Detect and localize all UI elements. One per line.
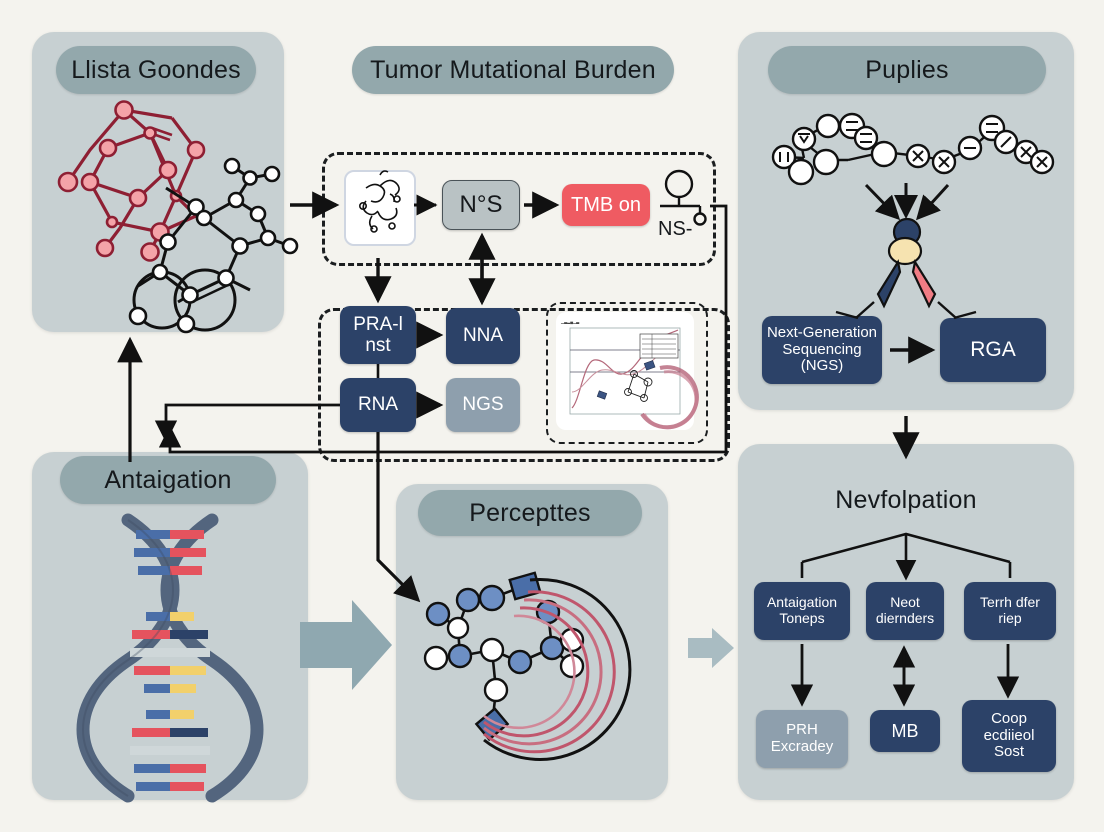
terrh-dfer-line1: Terrh dfer: [980, 594, 1040, 611]
box-prh-excradey[interactable]: PRH Excradey: [756, 710, 848, 768]
title-nevfolpation: Nevfolpation: [835, 485, 977, 514]
terrh-dfer-line2: riep: [998, 610, 1022, 626]
ngs-line2: Sequencing: [782, 340, 862, 358]
ns-label: NS-: [658, 218, 693, 240]
molecule-sketch-card: [344, 170, 416, 246]
box-coop-ecdiieol-sost[interactable]: Coop ecdiieol Sost: [962, 700, 1056, 772]
antaigation-toneps-line2: Toneps: [779, 610, 825, 626]
small-right-arrow-icon: [688, 628, 734, 668]
connector-rna-left-loop: [154, 403, 340, 443]
box-rna[interactable]: RNA: [340, 378, 416, 432]
antaigation-toneps-line1: Antaigation: [766, 594, 838, 611]
tmb-status-badge: TMB on: [562, 184, 650, 226]
box-prah-nst[interactable]: PRA-l nst: [340, 306, 416, 364]
process-box-ns[interactable]: N°S: [442, 180, 520, 230]
large-right-arrow-icon: [300, 600, 392, 690]
box-next-generation-sequencing[interactable]: Next-Generation Sequencing (NGS): [762, 316, 882, 384]
box-neot-diernders[interactable]: Neot diernders: [866, 582, 944, 640]
box-rga[interactable]: RGA: [940, 318, 1046, 382]
coop-line3: Sost: [993, 743, 1024, 761]
spectrum-chart-card: [556, 312, 694, 430]
prh-excradey-line2: Excradey: [770, 738, 834, 755]
box-antaigation-toneps[interactable]: Antaigation Toneps: [754, 582, 850, 640]
neot-diernders-line2: diernders: [875, 610, 935, 626]
box-mb[interactable]: MB: [870, 710, 940, 752]
coop-line2: ecdiieol: [983, 726, 1035, 744]
prh-excradey-line1: PRH: [786, 721, 818, 739]
panel-antaigation: [32, 452, 308, 800]
title-llista-goondes: Llista Goondes: [56, 46, 256, 94]
title-puplies: Puplies: [768, 46, 1046, 94]
title-tumor-mutational-burden: Tumor Mutational Burden: [352, 46, 674, 94]
ngs-line1: Next-Generation: [766, 323, 878, 341]
box-nna[interactable]: NNA: [446, 308, 520, 364]
title-percepttes: Percepttes: [418, 490, 642, 536]
ngs-line3: (NGS): [800, 357, 844, 375]
box-terrh-dfer-riep[interactable]: Terrh dfer riep: [964, 582, 1056, 640]
title-antaigation: Antaigation: [60, 456, 276, 504]
box-ngs[interactable]: NGS: [446, 378, 520, 432]
neot-diernders-line1: Neot: [890, 594, 920, 611]
box-prah-line1: PRA-l: [353, 313, 403, 335]
coop-line1: Coop: [991, 709, 1027, 727]
box-prah-line2: nst: [365, 335, 391, 356]
